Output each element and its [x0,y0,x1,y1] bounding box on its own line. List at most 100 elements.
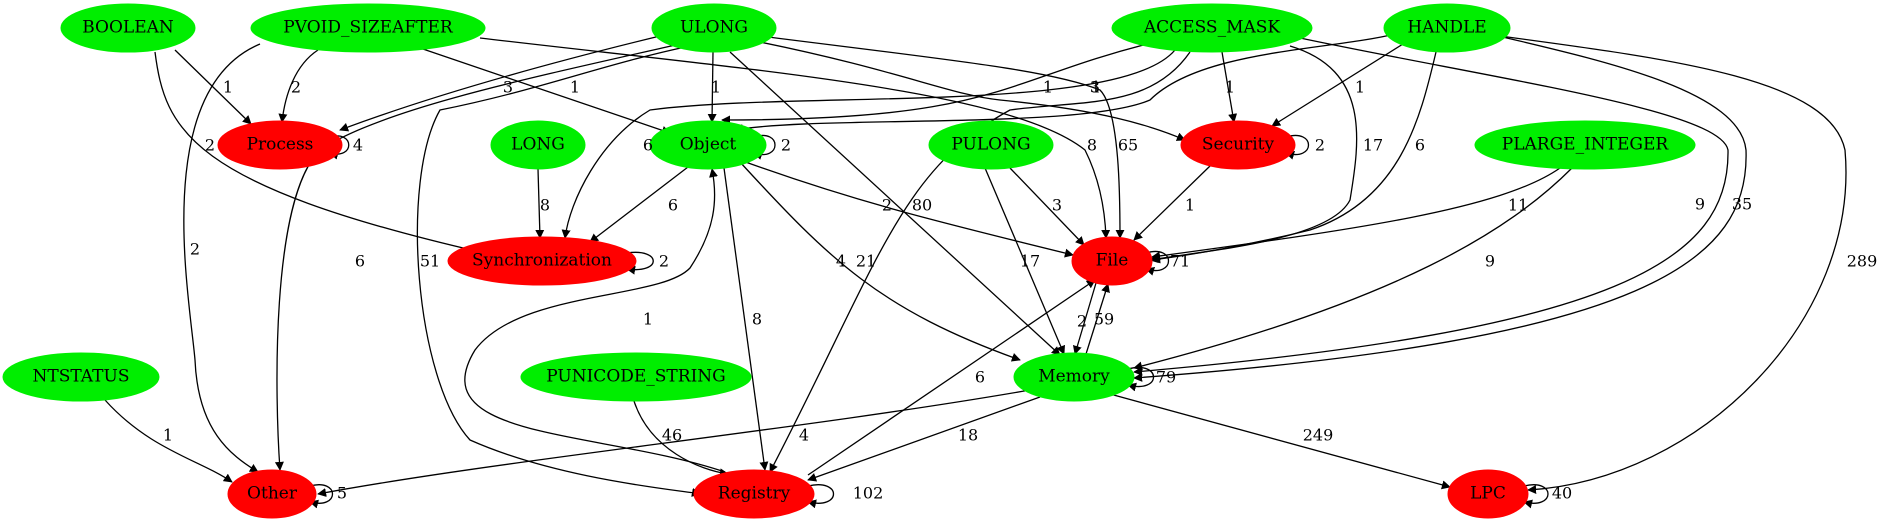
edge-label-ulong-to-object: 1 [711,78,721,97]
edge-label-file-to-memory: 2 [1077,312,1087,331]
edge-handle-to-security [1271,43,1404,127]
node-shape-long [490,120,586,170]
edge-label-handle-to-object: 1 [1091,78,1101,97]
edge-label-pvoid-sizeafter-to-file: 8 [1087,136,1097,155]
edge-ntstatus-to-other [104,399,233,483]
edge-ulong-to-file [759,35,1125,239]
edge-label-file-to-file: 71 [1170,252,1190,271]
node-label-registry: Registry [718,484,791,504]
node-label-object: Object [680,135,737,155]
node-handle: HANDLE [1383,3,1511,53]
node-pvoid-sizeafter: PVOID_SIZEAFTER [250,3,486,53]
node-label-process: Process [247,135,314,155]
node-shape-registry [693,469,815,519]
edge-label-plarge-integer-to-memory: 9 [1485,252,1495,271]
edge-label-memory-to-registry: 18 [958,426,978,445]
edge-label-ulong-to-process: 3 [503,78,513,97]
node-label-memory: Memory [1038,367,1110,387]
node-security: Security [1180,120,1296,170]
edge-file-to-memory [1072,282,1097,355]
edge-label-ulong-to-file: 65 [1118,136,1138,155]
edge-access-mask-to-synchronization [561,49,1176,239]
edge-memory-to-registry [807,396,1041,482]
node-shape-object [649,120,767,170]
edge-label-access-mask-to-file: 17 [1363,136,1383,155]
edge-label-long-to-synchronization: 8 [540,196,550,215]
node-label-security: Security [1202,135,1275,155]
edge-label-ulong-to-other: 6 [355,252,365,271]
edge-ulong-to-object [707,51,717,123]
node-shape-access-mask [1111,3,1313,53]
edge-object-to-file [739,159,1074,258]
edge-boolean-to-process [174,49,252,125]
edge-label-registry-to-object: 1 [643,310,653,329]
edge-ulong-to-registry [416,45,701,497]
edge-label-access-mask-to-object: 1 [1043,78,1053,97]
edge-pvoid-sizeafter-to-process [278,49,319,123]
node-object: Object [649,120,767,170]
edge-long-to-synchronization [535,168,545,239]
edge-label-ntstatus-to-other: 1 [163,426,173,445]
node-shape-handle [1383,3,1511,53]
edge-pulong-to-file [1009,167,1085,246]
edge-object-to-registry [723,167,769,471]
node-shape-pvoid-sizeafter [250,3,486,53]
node-shape-plarge-integer [1474,120,1696,170]
edge-plarge-integer-to-memory [1133,167,1573,371]
node-registry: Registry [693,469,815,519]
edge-file-to-file [1145,250,1170,276]
edge-label-plarge-integer-to-file: 11 [1508,196,1528,215]
edge-handle-to-lpc [1499,35,1847,495]
edge-label-handle-to-file: 6 [1415,136,1425,155]
node-label-ntstatus: NTSTATUS [33,367,130,387]
edge-pulong-to-memory [984,167,1065,355]
edge-label-pvoid-sizeafter-to-object: 1 [570,78,580,97]
edge-label-pulong-to-file: 3 [1052,196,1062,215]
edge-label-ulong-to-registry: 51 [420,252,440,271]
node-plarge-integer: PLARGE_INTEGER [1474,120,1696,170]
node-shape-file [1071,236,1153,286]
edge-ulong-to-process [339,35,661,132]
node-shape-pulong [928,120,1054,170]
edge-label-object-to-memory: 4 [836,252,846,271]
edge-lpc-to-lpc [1523,484,1549,509]
edge-security-to-file [1133,165,1211,241]
node-other: Other [227,469,317,519]
edge-pvoid-sizeafter-to-object [419,47,671,135]
edge-label-access-mask-to-memory: 9 [1695,195,1705,214]
edge-label-registry-to-registry: 102 [853,484,884,503]
node-label-handle: HANDLE [1407,18,1486,38]
node-shape-punicode-string [520,352,752,402]
edge-ulong-to-memory [729,51,1061,356]
node-label-lpc: LPC [1470,484,1506,504]
node-label-boolean: BOOLEAN [82,18,174,38]
edge-registry-to-object [464,168,726,473]
edge-handle-to-object [734,33,1396,134]
edge-pvoid-sizeafter-to-other [183,43,261,473]
edge-registry-to-file [807,279,1096,476]
node-label-synchronization: Synchronization [472,251,612,271]
edge-label-access-mask-to-synchronization: 6 [643,136,653,155]
edge-label-object-to-synchronization: 6 [668,196,678,215]
edge-label-handle-to-security: 1 [1355,78,1365,97]
node-file: File [1071,236,1153,286]
node-shape-ntstatus [2,352,160,402]
edge-label-access-mask-to-registry: 21 [856,252,876,271]
node-memory: Memory [1013,352,1135,402]
node-boolean: BOOLEAN [60,3,196,53]
edge-label-object-to-file: 2 [882,196,892,215]
node-punicode-string: PUNICODE_STRING [520,352,752,402]
edge-label-memory-to-memory: 79 [1156,368,1176,387]
edge-ulong-to-security [749,39,1186,141]
edge-label-memory-to-file: 59 [1094,310,1114,329]
node-label-punicode-string: PUNICODE_STRING [546,367,726,387]
edge-label-registry-to-file: 6 [975,368,985,387]
edge-plarge-integer-to-file [1151,167,1561,261]
edge-label-other-to-other: 5 [337,484,347,503]
node-label-access-mask: ACCESS_MASK [1143,18,1281,38]
node-shape-lpc [1447,469,1529,519]
node-label-pvoid-sizeafter: PVOID_SIZEAFTER [283,18,454,38]
node-shape-process [217,120,343,170]
